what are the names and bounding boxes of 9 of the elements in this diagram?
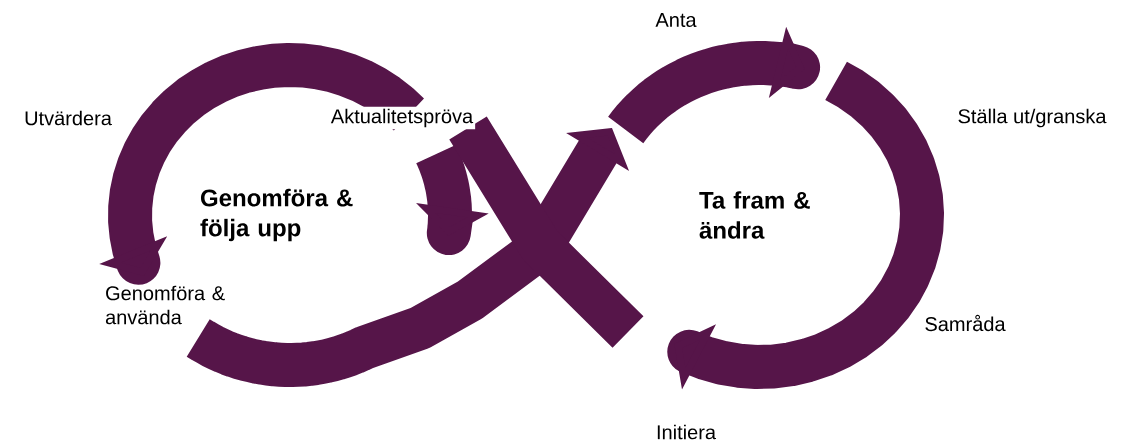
phase-label: Ställa ut/granska	[958, 108, 1107, 128]
phase-label: Aktualitetspröva	[328, 106, 476, 130]
loop-title: Ta fram & ändra	[699, 191, 810, 239]
phase-label: Samråda	[925, 314, 1006, 332]
phase-label: Anta	[655, 13, 697, 27]
phase-label: Utvärdera	[25, 110, 112, 126]
loop-title: Genomföra & följa upp	[200, 188, 353, 242]
phase-label: Genomföra & använda	[105, 285, 225, 325]
phase-label: Initiera	[657, 424, 717, 440]
